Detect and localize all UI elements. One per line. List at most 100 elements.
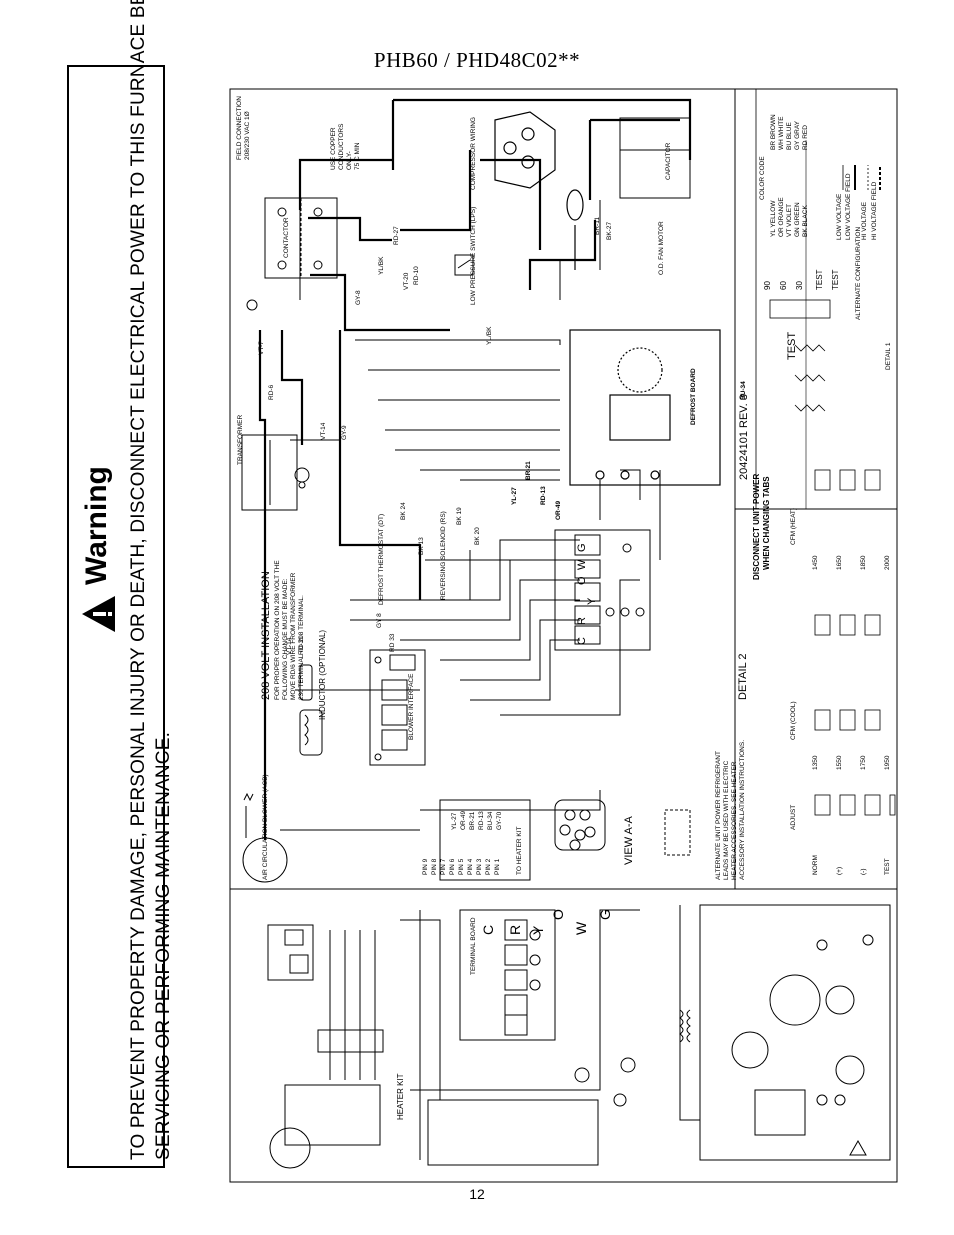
- pin-wire-2: OR-49: [460, 810, 467, 830]
- detail2-heat-3: 1850: [860, 555, 867, 570]
- wire-vt14: VT-14: [320, 422, 327, 440]
- page-number: 12: [469, 1186, 485, 1202]
- wire-gy8-mid: GY 8: [376, 613, 383, 628]
- detail2-note-3: HEATER ACCESSORIES. SEE HEATER: [731, 761, 738, 880]
- detail2-adjust-2: (+): [836, 866, 843, 875]
- color-code-7: WH WHITE: [778, 116, 785, 150]
- pin-1: PIN 1: [494, 858, 501, 875]
- field-conn-2: 208/230 VAC 1Ø: [244, 111, 251, 160]
- wire-rd31: RD-31: [298, 636, 305, 655]
- copper-note-2: CONDUCTORS: [338, 123, 345, 170]
- wire-bk20: BK 20: [474, 527, 481, 545]
- transformer-label: TRANSFORMER: [237, 414, 244, 465]
- pin-6: PIN 6: [449, 858, 456, 875]
- terminal-w: W: [576, 559, 588, 570]
- color-code-5: BK BLACK: [802, 205, 809, 237]
- pin-4: PIN 4: [467, 858, 474, 875]
- pin-wire-6: GY-70: [496, 811, 503, 830]
- wire-or49: OR-49: [555, 500, 562, 520]
- wire-ylbk: YL/BK: [378, 256, 385, 275]
- detail2-title: DETAIL 2: [737, 653, 749, 700]
- heater-kit-label: HEATER KIT: [396, 1073, 405, 1120]
- wire-vt14-mid: VT-14: [286, 637, 293, 655]
- lower-terminal-o: O: [550, 909, 566, 920]
- legend-low-voltage-field: LOW VOLTAGE FIELD: [845, 173, 852, 240]
- detail2-heat-1: 1450: [812, 555, 819, 570]
- install-208-text-3: MOVE RD/6 WIRE FROM TRANSFORMER: [290, 572, 297, 700]
- wire-bk19: BK 19: [456, 507, 463, 525]
- pin-3: PIN 3: [476, 858, 483, 875]
- legend-hi-voltage-field: HI VOLTAGE FIELD: [871, 181, 878, 240]
- pin-9: PIN 9: [422, 858, 429, 875]
- wire-bu34: BU-34: [740, 381, 747, 400]
- color-code-4: GN GREEN: [794, 202, 801, 237]
- detail2-disconnect-2: WHEN CHANGING TABS: [762, 476, 771, 570]
- detail2-cool-3: 1750: [860, 755, 867, 770]
- detail1-alt-test: TEST: [831, 269, 840, 290]
- warning-icon: [82, 596, 115, 632]
- view-aa-label: VIEW A-A: [623, 816, 635, 865]
- terminal-r: R: [576, 617, 588, 625]
- wire-rd27: RD-27: [393, 226, 400, 245]
- blower-interface-label: BLOWER INTERFACE: [408, 673, 415, 740]
- install-208-title: 208 VOLT INSTALLATION: [260, 571, 272, 700]
- legend-hi-voltage: HI VOLTAGE: [861, 201, 868, 240]
- color-code-8: BU BLUE: [786, 122, 793, 150]
- detail2-header-heat: CFM (HEAT): [790, 507, 797, 545]
- detail2-note-2: LEADS MAY BE USED WITH ELECTRIC: [723, 760, 730, 880]
- page-title: PHB60 / PHD48C02**: [373, 48, 581, 72]
- wire-bk24: BK 24: [400, 502, 407, 520]
- wire-rd13: RD-13: [540, 486, 547, 505]
- terminal-y: Y: [586, 597, 598, 605]
- pin-wire-5: BU-34: [487, 811, 494, 830]
- copper-note-3: ONLY-: [346, 151, 353, 170]
- terminal-board-label: TERMINAL BOARD: [470, 917, 477, 975]
- inductor-label: INDUCTOR (OPTIONAL): [318, 629, 327, 720]
- detail2-cool-2: 1550: [836, 755, 843, 770]
- to-heater-kit-label: TO HEATER KIT: [516, 826, 523, 875]
- color-code-9: GY GRAY: [794, 120, 801, 150]
- wire-bk13: BK 13: [418, 537, 425, 555]
- detail1-setting-60: 60: [779, 281, 788, 290]
- terminal-g: G: [576, 543, 588, 552]
- color-code-title: COLOR CODE: [759, 156, 766, 200]
- pin-2: PIN 2: [485, 858, 492, 875]
- detail1-title: DETAIL 1: [885, 342, 892, 370]
- terminal-o: O: [576, 576, 588, 585]
- detail2-adjust-3: (-): [860, 868, 867, 876]
- detail1-setting-90: 90: [763, 281, 772, 290]
- wire-br11: BR-11: [594, 217, 601, 235]
- pin-wire-3: BR-21: [469, 811, 476, 830]
- wire-rd10: RD-10: [413, 266, 420, 285]
- color-code-2: OR ORANGE: [778, 197, 785, 237]
- wire-br21: BR-21: [525, 461, 532, 480]
- pin-5: PIN 5: [458, 858, 465, 875]
- legend-low-voltage: LOW VOLTAGE: [836, 193, 843, 240]
- detail1-setting-30: 30: [795, 281, 804, 290]
- od-fan-motor-label: O.D. FAN MOTOR: [658, 221, 665, 275]
- compressor-label: COMPRESSOR WIRING: [470, 117, 477, 190]
- contactor-label: CONTACTOR: [283, 217, 290, 258]
- detail1-setting-test: TEST: [815, 269, 824, 290]
- capacitor-label: CAPACITOR: [665, 142, 672, 180]
- detail2-adjust-4: TEST: [884, 858, 891, 875]
- detail2-disconnect-1: DISCONNECT UNIT POWER: [752, 473, 761, 580]
- pin-wire-4: RD-13: [478, 811, 485, 830]
- detail2-heat-4: 2000: [884, 555, 891, 570]
- field-conn-1: FIELD CONNECTION: [236, 96, 243, 160]
- defrost-board-label: DEFROST BOARD: [690, 368, 697, 425]
- lower-terminal-g: G: [597, 909, 613, 920]
- detail1-test-label: TEST: [786, 331, 798, 360]
- wire-ylbk-2: YL/BK: [486, 326, 493, 345]
- copper-note-1: USE COPPER: [330, 127, 337, 170]
- detail2-cool-4: 1950: [884, 755, 891, 770]
- acb-label: AIR CIRCULATION BLOWER (ACB): [262, 774, 269, 880]
- lps-label: LOW PRESSURE SWITCH (LPS): [470, 206, 477, 305]
- detail2-heat-2: 1650: [836, 555, 843, 570]
- terminal-c: C: [576, 637, 588, 645]
- copper-note-4: 75 C MIN: [354, 142, 361, 170]
- lower-terminal-y: Y: [530, 925, 546, 935]
- pin-wire-1: YL-27: [451, 812, 458, 830]
- detail1-alt-config: ALTERNATE CONFIGURATION: [855, 226, 862, 320]
